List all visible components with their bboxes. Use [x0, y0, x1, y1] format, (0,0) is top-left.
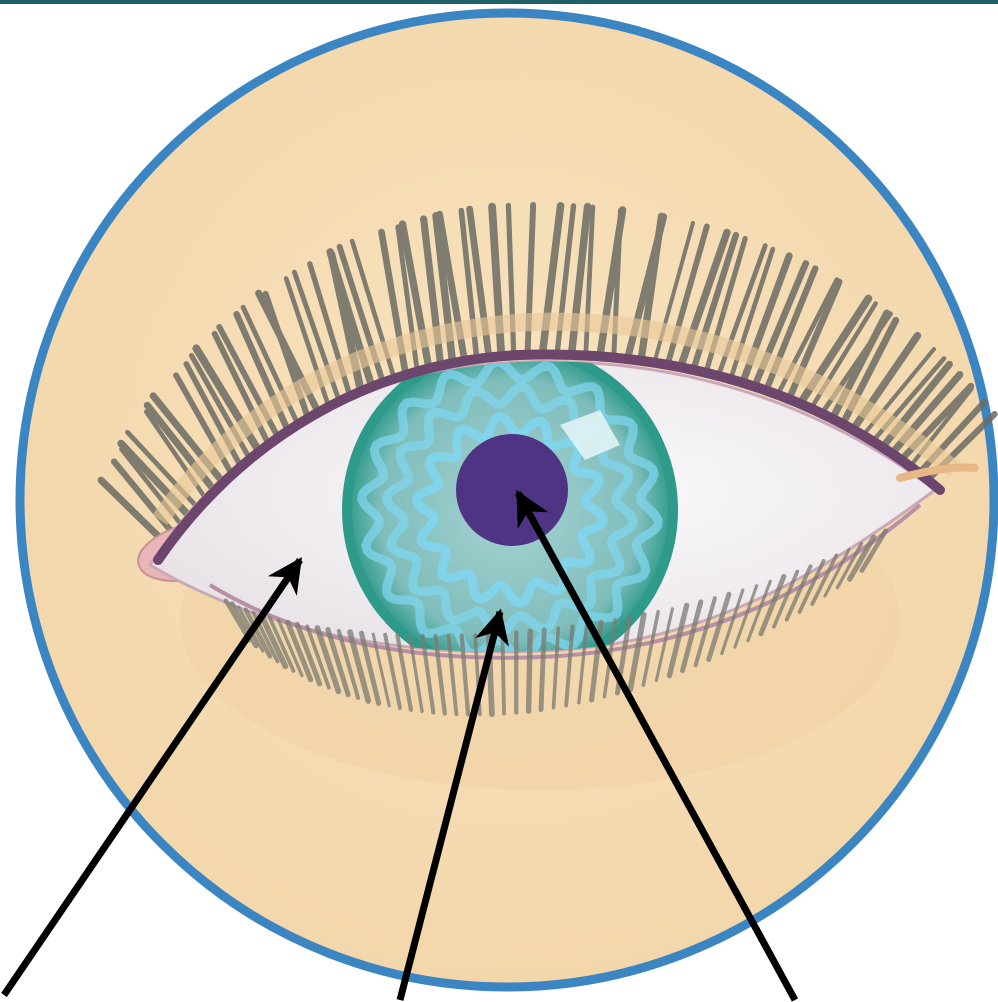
pupil — [456, 434, 568, 546]
eyelash — [529, 631, 531, 711]
eyelash — [541, 630, 544, 710]
eyelash — [502, 634, 504, 714]
